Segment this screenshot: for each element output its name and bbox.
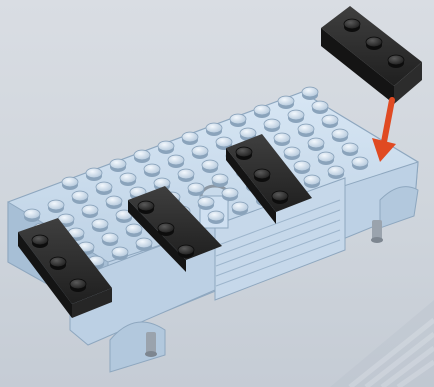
- stud-icon: [328, 166, 344, 176]
- stud-icon: [202, 160, 218, 170]
- stud-icon: [298, 124, 314, 134]
- stud-icon: [178, 245, 194, 255]
- stud-icon: [288, 110, 304, 120]
- stud-icon: [82, 205, 98, 215]
- stud-icon: [192, 146, 208, 156]
- stud-icon: [136, 238, 152, 248]
- watermark-logo-icon: [330, 300, 434, 387]
- stud-icon: [92, 219, 108, 229]
- stud-icon: [278, 96, 294, 106]
- stud-icon: [178, 169, 194, 179]
- stud-icon: [342, 143, 358, 153]
- stud-icon: [232, 202, 248, 212]
- stud-icon: [264, 119, 280, 129]
- stud-icon: [212, 174, 228, 184]
- stud-icon: [294, 161, 310, 171]
- stud-icon: [86, 168, 102, 178]
- stud-icon: [32, 235, 48, 245]
- stud-icon: [284, 147, 300, 157]
- stud-icon: [72, 191, 88, 201]
- stud-icon: [138, 201, 154, 211]
- stud-icon: [206, 123, 222, 133]
- stud-icon: [332, 129, 348, 139]
- stud-icon: [96, 182, 112, 192]
- stud-icon: [230, 114, 246, 124]
- stud-icon: [366, 37, 382, 47]
- stud-icon: [62, 177, 78, 187]
- stud-icon: [102, 233, 118, 243]
- stud-icon: [70, 279, 86, 289]
- stud-icon: [236, 147, 252, 157]
- stud-icon: [388, 55, 404, 65]
- stud-icon: [352, 157, 368, 167]
- stud-icon: [222, 188, 238, 198]
- stud-icon: [312, 101, 328, 111]
- stud-icon: [106, 196, 122, 206]
- stud-icon: [318, 152, 334, 162]
- stud-icon: [50, 257, 66, 267]
- stud-icon: [308, 138, 324, 148]
- stud-icon: [304, 175, 320, 185]
- stud-icon: [198, 197, 214, 207]
- stud-icon: [126, 224, 142, 234]
- stud-icon: [302, 87, 318, 97]
- stud-icon: [254, 105, 270, 115]
- stud-icon: [24, 209, 40, 219]
- stud-icon: [182, 132, 198, 142]
- stud-icon: [144, 164, 160, 174]
- stud-icon: [274, 133, 290, 143]
- black-brick-floating: [321, 6, 422, 104]
- stud-icon: [168, 155, 184, 165]
- stud-icon: [240, 128, 256, 138]
- stud-icon: [120, 173, 136, 183]
- stud-icon: [254, 169, 270, 179]
- stud-icon: [158, 141, 174, 151]
- stud-icon: [154, 178, 170, 188]
- stud-icon: [188, 183, 204, 193]
- stud-icon: [134, 150, 150, 160]
- stud-icon: [112, 247, 128, 257]
- stud-icon: [110, 159, 126, 169]
- stud-icon: [158, 223, 174, 233]
- stud-icon: [216, 137, 232, 147]
- stud-icon: [272, 191, 288, 201]
- stud-icon: [48, 200, 64, 210]
- stud-icon: [344, 19, 360, 29]
- stud-icon: [208, 211, 224, 221]
- stud-icon: [322, 115, 338, 125]
